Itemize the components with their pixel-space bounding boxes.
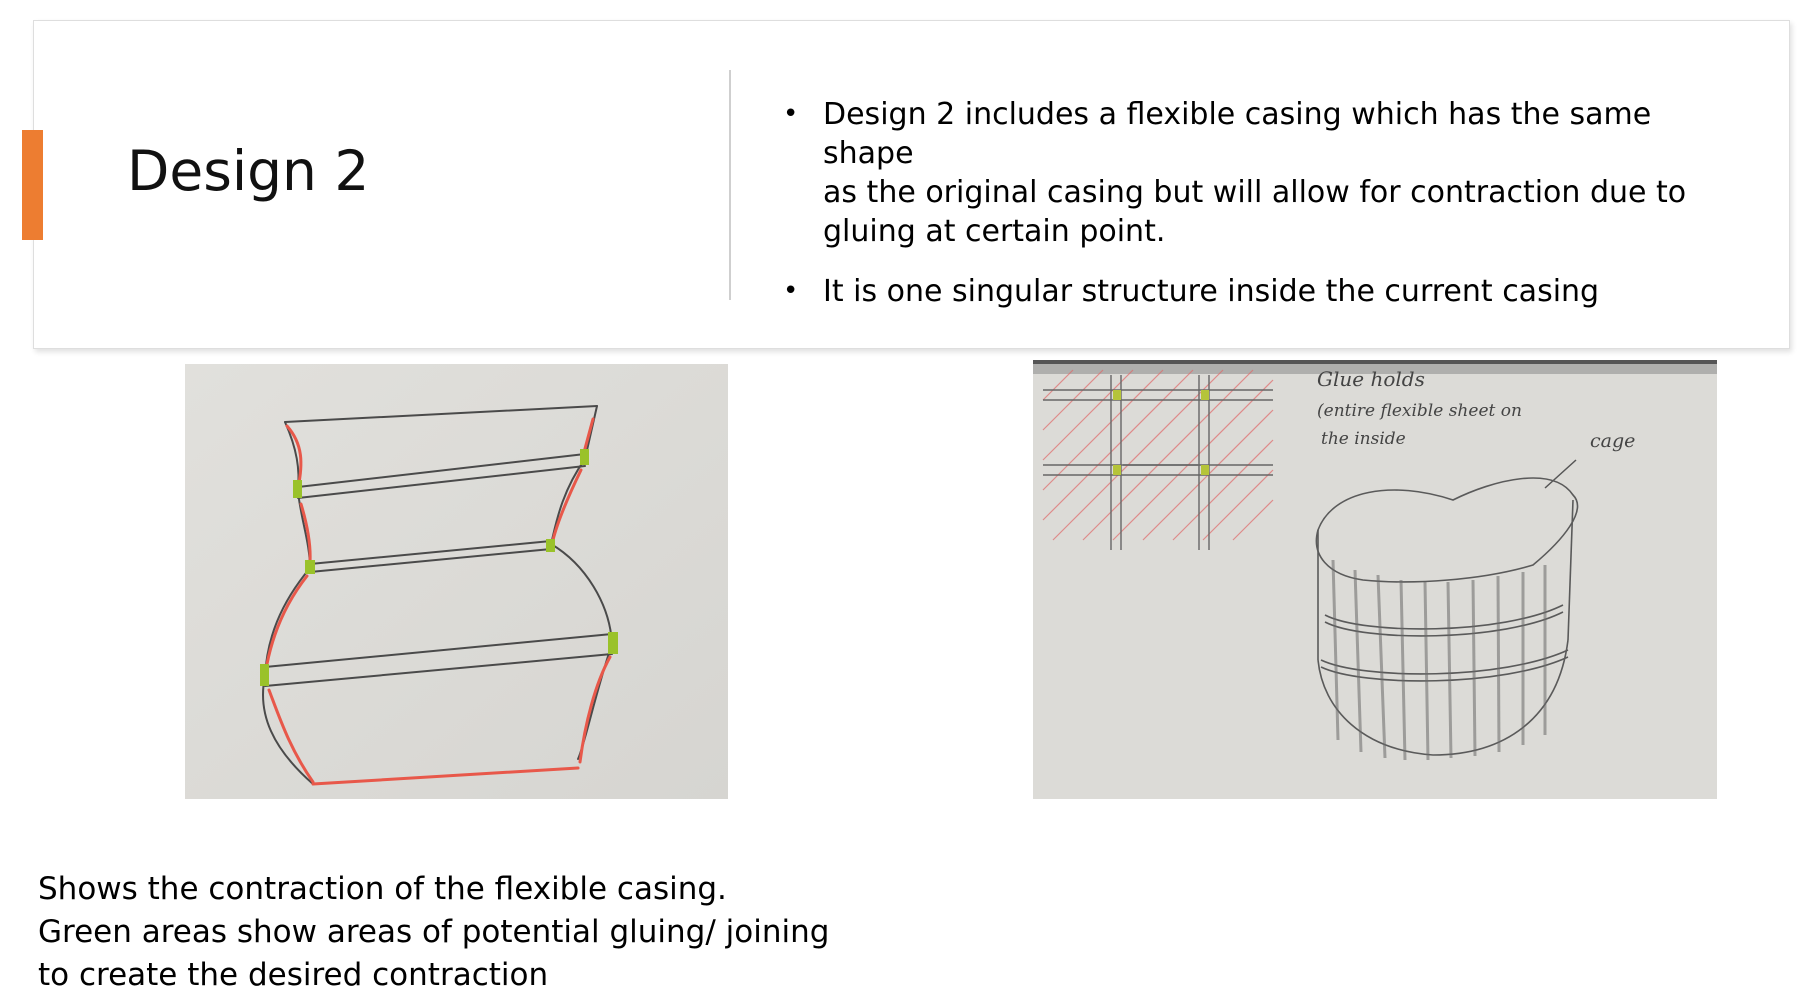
- bullet-list: • Design 2 includes a flexible casing wh…: [783, 95, 1743, 332]
- slide-title: Design 2: [127, 139, 370, 203]
- note-flexible-sheet: (entire flexible sheet on: [1317, 401, 1522, 421]
- note-inside: the inside: [1321, 429, 1406, 449]
- bullet-dot-icon: •: [783, 99, 799, 129]
- bullet-item: • It is one singular structure inside th…: [783, 272, 1743, 311]
- accent-bar: [22, 130, 43, 240]
- sketch-cage-structure: Glue holds (entire flexible sheet on the…: [1033, 360, 1717, 799]
- bullet-line: It is one singular structure inside the …: [823, 274, 1600, 309]
- caption-line: to create the desired contraction: [38, 957, 549, 993]
- bullet-dot-icon: •: [783, 276, 799, 306]
- bullet-item: • Design 2 includes a flexible casing wh…: [783, 95, 1743, 251]
- bullet-line: as the original casing but will allow fo…: [823, 175, 1687, 210]
- header-card: [33, 20, 1790, 349]
- bullet-line: Design 2 includes a flexible casing whic…: [823, 97, 1652, 171]
- caption-line: Shows the contraction of the flexible ca…: [38, 871, 727, 907]
- image-caption: Shows the contraction of the flexible ca…: [38, 868, 938, 997]
- sketch-casing-contraction: [185, 364, 728, 799]
- note-glue-holds: Glue holds: [1317, 367, 1425, 391]
- header-divider: [729, 70, 731, 300]
- note-cage: cage: [1590, 430, 1635, 452]
- caption-line: Green areas show areas of potential glui…: [38, 914, 830, 950]
- bullet-line: gluing at certain point.: [823, 214, 1166, 249]
